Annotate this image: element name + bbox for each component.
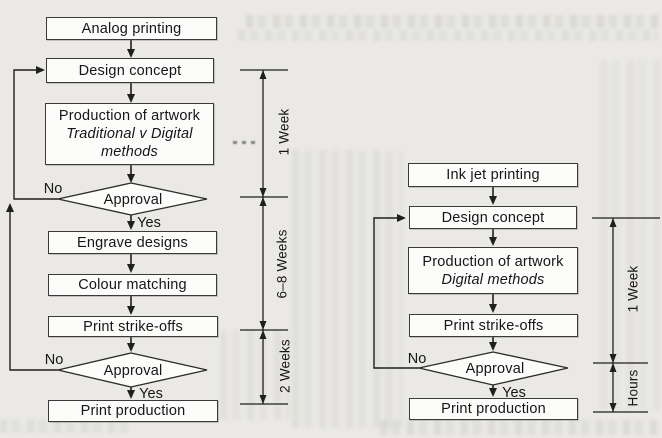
scan-artifact <box>0 419 130 433</box>
node-inkjet-print-production: Print production <box>409 398 578 420</box>
feedback-loop-approval1-to-design <box>13 69 58 200</box>
duration-1-week-right: 1 Week <box>625 265 641 313</box>
node-label: Analog printing <box>81 20 182 37</box>
branch-yes-inkjet: Yes <box>502 385 526 401</box>
branch-no-1: No <box>43 181 63 197</box>
scan-artifact <box>292 150 402 428</box>
node-analog-print-strike-offs: Print strike-offs <box>48 316 218 337</box>
duration-2-weeks: 2 Weeks <box>277 339 293 393</box>
node-inkjet-design-concept: Design concept <box>409 206 577 229</box>
branch-yes-2: Yes <box>139 386 163 402</box>
node-analog-colour-matching: Colour matching <box>48 274 217 296</box>
node-analog-engrave-designs: Engrave designs <box>48 231 217 254</box>
node-analog-production-artwork: Production of artwork Traditional v Digi… <box>45 103 214 165</box>
scan-artifact <box>246 15 658 28</box>
node-label: Production of artwork <box>422 253 564 270</box>
scan-artifact <box>380 420 662 435</box>
duration-1-week-left: 1 Week <box>276 108 292 156</box>
node-label: Ink jet printing <box>446 167 540 183</box>
node-label: Print production <box>80 403 186 419</box>
node-sublabel: Digital methods <box>441 271 545 288</box>
scan-artifact <box>220 330 290 420</box>
feedback-loop-inkjet-approval-to-design <box>373 217 419 369</box>
node-inkjet-start: Ink jet printing <box>408 163 578 187</box>
node-inkjet-print-strike-offs: Print strike-offs <box>409 314 578 337</box>
node-analog-design-concept: Design concept <box>46 58 214 83</box>
approval-diamond-inkjet <box>418 351 569 386</box>
feedback-loop-approval2 <box>9 206 58 371</box>
approval-diamond-1 <box>57 182 208 216</box>
scan-artifact <box>600 60 660 410</box>
node-label: Print strike-offs <box>443 317 544 334</box>
branch-no-inkjet: No <box>407 351 427 367</box>
duration-bracket-left <box>240 69 288 405</box>
node-label: Engrave designs <box>76 234 188 251</box>
approval2-label: Approval <box>103 363 163 379</box>
approval1-label: Approval <box>103 192 163 208</box>
node-analog-print-production: Print production <box>48 400 218 422</box>
scan-artifact <box>238 30 658 41</box>
branch-no-2: No <box>44 352 64 368</box>
node-label: Design concept <box>441 209 545 226</box>
arrowheads <box>127 49 497 399</box>
node-sublabel: Traditional v Digital <box>66 126 193 142</box>
node-analog-start: Analog printing <box>46 17 217 40</box>
node-label: Print production <box>441 401 546 417</box>
node-label: Production of artwork <box>58 108 201 124</box>
node-sublabel: methods <box>100 144 158 160</box>
branch-yes-1: Yes <box>137 215 161 231</box>
scan-mark <box>233 141 259 144</box>
duration-6-8-weeks: 6–8 Weeks <box>274 229 290 299</box>
inkjet-approval-label: Approval <box>465 361 525 377</box>
node-label: Design concept <box>78 62 182 79</box>
duration-hours: Hours <box>625 369 641 407</box>
node-inkjet-production-artwork: Production of artwork Digital methods <box>408 247 578 294</box>
node-label: Colour matching <box>78 277 187 293</box>
node-label: Print strike-offs <box>83 318 183 335</box>
approval-diamond-2 <box>57 352 208 388</box>
